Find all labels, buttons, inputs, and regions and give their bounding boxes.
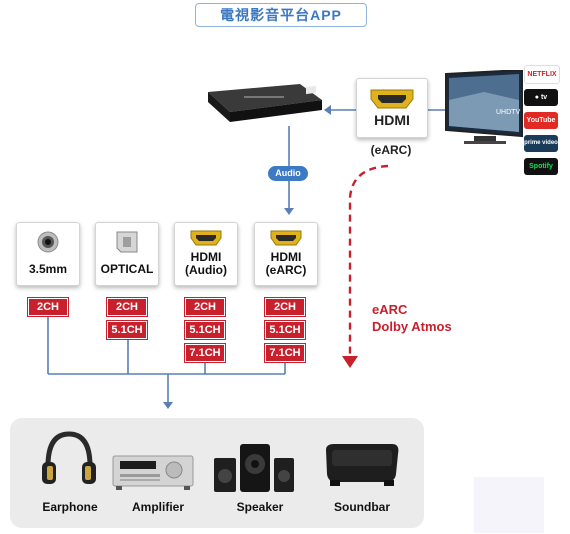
earc-arrow bbox=[342, 356, 358, 368]
apple-logo-icon: ● bbox=[534, 94, 541, 101]
page-title: 電視影音平台APP bbox=[195, 3, 367, 27]
device-label-earphone: Earphone bbox=[42, 500, 98, 514]
spotify-app-icon: Spotify bbox=[524, 158, 558, 175]
audio-jack-icon bbox=[37, 231, 59, 253]
earc-note-line1: eARC bbox=[372, 302, 408, 317]
channel-tag-hdmi-earc-2ch: 2CH bbox=[264, 297, 306, 317]
channel-tag-hdmi-audio-5-1ch: 5.1CH bbox=[184, 320, 226, 340]
netflix-app-icon: NETFLIX bbox=[524, 65, 560, 84]
output-port-3-5mm: 3.5mm bbox=[16, 222, 80, 286]
audio-badge: Audio bbox=[268, 166, 308, 181]
output-label-hdmi-earc-2: (eARC) bbox=[265, 263, 307, 277]
hdmi-input-box: HDMI bbox=[356, 78, 428, 138]
channel-tag-hdmi-audio-7-1ch: 7.1CH bbox=[184, 343, 226, 363]
hdmi-connector-icon bbox=[270, 230, 302, 246]
channel-tag-hdmi-earc-7-1ch: 7.1CH bbox=[264, 343, 306, 363]
channel-tag-hdmi-earc-5-1ch: 5.1CH bbox=[264, 320, 306, 340]
hdmi-input-label: HDMI bbox=[374, 112, 410, 128]
apple-tv-label: tv bbox=[540, 94, 548, 101]
output-port-hdmi-earc: HDMI (eARC) bbox=[254, 222, 318, 286]
output-port-hdmi-audio: HDMI (Audio) bbox=[174, 222, 238, 286]
earc-note-line2: Dolby Atmos bbox=[372, 319, 452, 334]
device-label-soundbar: Soundbar bbox=[334, 500, 390, 514]
arrow-to-devices bbox=[163, 402, 173, 409]
output-label-optical: OPTICAL bbox=[100, 262, 154, 276]
hdmi-connector-icon bbox=[190, 230, 222, 246]
earc-sublabel: (eARC) bbox=[370, 143, 412, 157]
prime-video-app-icon: prime video bbox=[524, 135, 558, 152]
arrow-into-extractor bbox=[324, 105, 331, 115]
output-label-3-5mm: 3.5mm bbox=[28, 262, 68, 276]
svg-text:UHDTV: UHDTV bbox=[496, 109, 520, 116]
apple-tv-app-icon: ● tv bbox=[524, 89, 558, 106]
output-label-hdmi-audio-1: HDMI bbox=[190, 250, 222, 264]
youtube-app-icon: YouTube bbox=[524, 112, 558, 129]
optical-port-icon bbox=[116, 231, 138, 253]
output-label-hdmi-earc-1: HDMI bbox=[270, 250, 302, 264]
hdmi-connector-icon bbox=[370, 89, 414, 109]
amplifier-icon bbox=[112, 455, 194, 490]
channel-tag-hdmi-audio-2ch: 2CH bbox=[184, 297, 226, 317]
channel-tag-3-5mm-2ch: 2CH bbox=[27, 297, 69, 317]
speaker-icon bbox=[214, 444, 294, 492]
audio-extractor-device bbox=[208, 84, 322, 122]
arrow-to-outputs bbox=[284, 208, 294, 215]
device-label-speaker: Speaker bbox=[236, 500, 284, 514]
soundbar-icon bbox=[326, 444, 399, 486]
channel-tag-optical-2ch: 2CH bbox=[106, 297, 148, 317]
headphones-icon bbox=[42, 431, 96, 484]
background-panel bbox=[474, 477, 544, 533]
output-port-optical: OPTICAL bbox=[95, 222, 159, 286]
channel-tag-optical-5-1ch: 5.1CH bbox=[106, 320, 148, 340]
tv-icon: UHDTV bbox=[445, 70, 523, 144]
output-label-hdmi-audio-2: (Audio) bbox=[185, 263, 227, 277]
device-label-amplifier: Amplifier bbox=[131, 500, 184, 514]
